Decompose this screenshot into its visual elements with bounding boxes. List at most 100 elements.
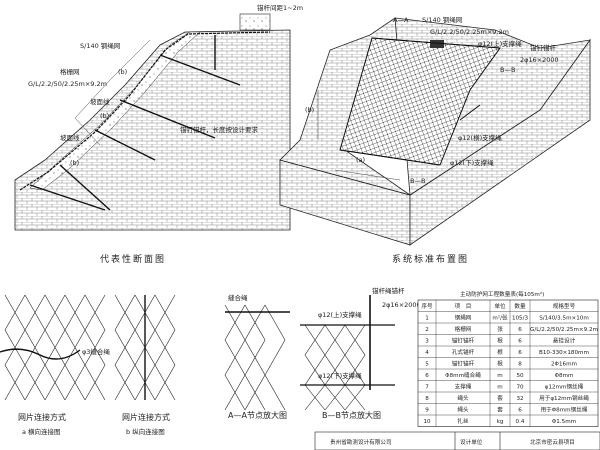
table-cell: G/L/2.2/50/2.25m×9.2m bbox=[530, 327, 598, 333]
table-cell: 根 bbox=[497, 337, 503, 345]
table-cell: 6 bbox=[518, 339, 522, 345]
table-cell: 3 bbox=[425, 339, 429, 345]
label-net: 格栅网 bbox=[60, 67, 80, 76]
table-cell: 4 bbox=[425, 350, 429, 356]
table-cell: 5 bbox=[425, 362, 429, 368]
label-s140: S/140 钢绳网 bbox=[422, 15, 462, 24]
title-block: 贵州省勘测设计有限公司 设计单位 北京市密云县项目 bbox=[314, 431, 600, 450]
table-cell: 10 bbox=[423, 419, 431, 425]
label-bolt: 2φ16×2000 bbox=[520, 56, 559, 64]
label-bb-rope-bottom: φ12(下)支撑绳 bbox=[318, 371, 362, 380]
caption-section-view: 代表性断面图 bbox=[100, 253, 166, 265]
table-cell: φ12mm钢丝绳 bbox=[545, 383, 584, 391]
table-cell: 绳头 bbox=[457, 406, 469, 414]
table-cell: 扎丝 bbox=[457, 417, 469, 425]
label-top-wire: S/140 钢绳网 bbox=[80, 41, 120, 50]
detail-b: 网片连接方式 b 纵向连接图 bbox=[114, 294, 176, 436]
title-department: 设计单位 bbox=[460, 438, 483, 446]
label-anchor-spacing: 锚杆间距1~2m bbox=[257, 3, 303, 12]
label-a-bottom: (a) bbox=[356, 156, 365, 164]
table-cell: Φ8mm bbox=[555, 373, 574, 379]
label-slope-2: 坡面线 bbox=[60, 133, 80, 142]
table-cell: 50 bbox=[516, 373, 524, 379]
table-cell: 6 bbox=[425, 373, 429, 379]
title-company: 贵州省勘测设计有限公司 bbox=[330, 438, 392, 446]
table-title: 主动防护网工程数量表(每105m²) bbox=[460, 290, 544, 298]
net-line bbox=[19, 31, 271, 191]
table-cell: 绳头 bbox=[457, 394, 469, 402]
table-frame bbox=[417, 299, 599, 427]
table-cell: 2Φ16mm bbox=[551, 362, 577, 368]
label-aa-stitch: 缝合绳 bbox=[228, 293, 248, 302]
label-rope-bottom: φ12(下)支撑绳 bbox=[450, 158, 494, 167]
table-cell: m²/张 bbox=[492, 314, 508, 322]
label-rope-top: φ12(上)支撑绳 bbox=[478, 39, 522, 48]
label-rope-mid: φ12(横)支撑绳 bbox=[458, 133, 502, 142]
detail-bb: 锚杆绳锚杆 2φ16×2000 φ12(上)支撑绳 φ12(下)支撑绳 B—B节… bbox=[300, 286, 421, 420]
label-bb-bolt: 2φ16×2000 bbox=[382, 301, 421, 309]
caption-system-view: 系统标准布置图 bbox=[392, 253, 469, 265]
slope-body bbox=[14, 29, 291, 231]
label-b2: (b) bbox=[100, 112, 109, 120]
table-cell: 70 bbox=[516, 385, 524, 391]
subcaption-detail-a: a 横向连接图 bbox=[22, 427, 61, 436]
table-cell: 1 bbox=[425, 316, 429, 322]
label-bb-top: 锚杆绳锚杆 bbox=[372, 286, 405, 295]
label-bb: B—B bbox=[500, 66, 515, 74]
table-cell: 6 bbox=[518, 350, 522, 356]
detail-aa: 缝合绳 A—A节点放大图 bbox=[224, 293, 290, 420]
table-cell: 根 bbox=[497, 360, 503, 368]
table-cell: 2 bbox=[425, 327, 429, 333]
label-bb-rope-top: φ12(上)支撑绳 bbox=[318, 310, 362, 319]
table-header-cell: 序号 bbox=[421, 302, 433, 310]
table-cell: 8 bbox=[518, 362, 522, 368]
table-cell: 8 bbox=[425, 396, 429, 402]
table-cell: 套 bbox=[497, 394, 503, 402]
table-cell: Φ1.5mm bbox=[552, 419, 576, 425]
table-cell: 支撑绳 bbox=[455, 383, 472, 391]
section-view: 锚杆间距1~2m S/140 钢绳网 格栅网 G/L/2.2/50/2.25m×… bbox=[14, 3, 303, 265]
label-spec: G/L/2.2/50/2.25m×9.2m bbox=[430, 28, 509, 36]
table-cell: 6 bbox=[518, 327, 522, 333]
table-cell: 张 bbox=[497, 325, 503, 333]
label-edge: 锚钉锚杆，长度按设计要求 bbox=[180, 125, 259, 134]
table-cell: 用于Φ8mm钢丝绳 bbox=[541, 406, 588, 414]
table-cell: 0.4 bbox=[516, 419, 525, 425]
table-cell: 锚钉锚杆 bbox=[452, 360, 475, 368]
label-net-spec: G/L/2.2/50/2.25m×9.2m bbox=[28, 80, 107, 88]
table-cell: 32 bbox=[516, 396, 523, 402]
table-cell: S/140/3.5m×10m bbox=[539, 316, 589, 322]
table-cell: 锚钉锚杆 bbox=[452, 337, 475, 345]
quantity-table: 主动防护网工程数量表(每105m²) 序号 项 目 单位数量 规格型号 1 钢绳网 m²/张… bbox=[417, 290, 599, 427]
label-aa: A—A bbox=[393, 16, 409, 24]
table-cell: m bbox=[497, 373, 502, 379]
table-header-cell: 数量 bbox=[514, 302, 526, 310]
label-b-left: (b) bbox=[305, 106, 314, 114]
table-header-cell: 规格型号 bbox=[553, 302, 576, 310]
table-cell: 9 bbox=[425, 408, 429, 414]
label-b3: (b) bbox=[70, 159, 79, 167]
table-cell: 钢绳网 bbox=[455, 314, 472, 322]
table-header-cell: 单位 bbox=[494, 302, 506, 310]
caption-detail-a: 网片连接方式 bbox=[18, 412, 66, 422]
table-cell: 用于φ12mm钢丝绳 bbox=[539, 394, 589, 402]
table-cell: 7 bbox=[425, 385, 429, 391]
table-cell: m bbox=[497, 385, 502, 391]
label-stitch-rope: φ3缝合绳 bbox=[82, 347, 110, 356]
table-cell: 根 bbox=[497, 348, 503, 356]
table-cell: 套 bbox=[497, 406, 503, 414]
table-cell: kg bbox=[497, 419, 504, 425]
table-cell: 格栅网 bbox=[455, 325, 472, 333]
caption-detail-bb: B—B节点放大图 bbox=[322, 410, 381, 420]
caption-detail-aa: A—A节点放大图 bbox=[228, 410, 287, 420]
label-bb2: B—B bbox=[410, 177, 425, 185]
label-slope: 坡面线 bbox=[90, 97, 110, 106]
table-cell: 105/3 bbox=[512, 316, 529, 322]
table-header-cell: 项 目 bbox=[455, 303, 472, 310]
title-project: 北京市密云县项目 bbox=[530, 438, 575, 446]
caption-detail-b: 网片连接方式 bbox=[122, 412, 170, 422]
table-cell: 孔式锚杆 bbox=[452, 348, 475, 356]
detail-a: φ3缝合绳 网片连接方式 a 横向连接图 bbox=[0, 294, 110, 436]
label-anchor-net: 锚钉锚杆 bbox=[530, 43, 557, 52]
